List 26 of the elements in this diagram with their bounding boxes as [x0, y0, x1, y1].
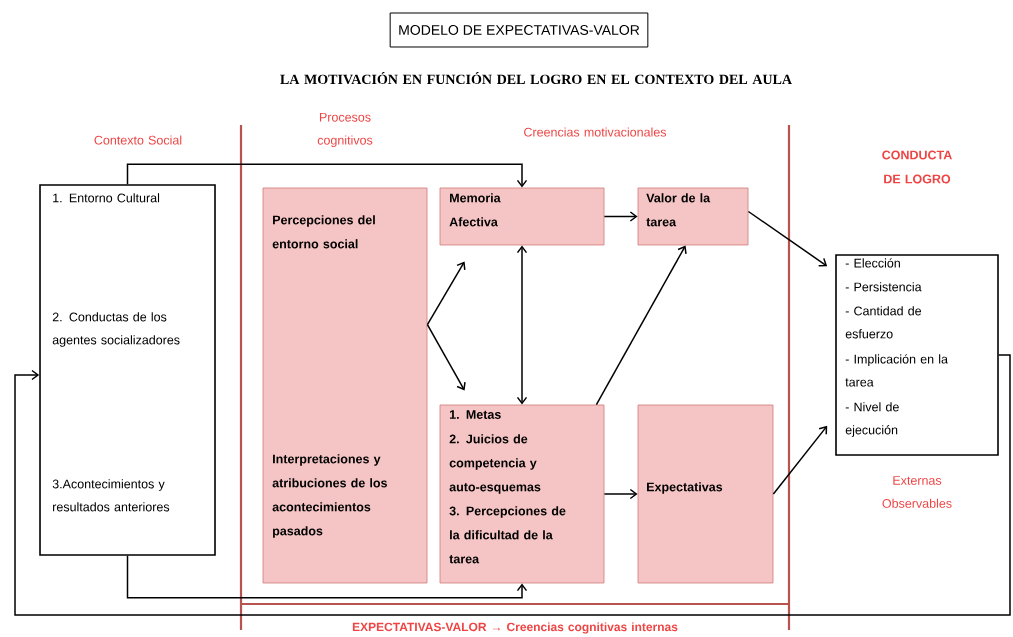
note-text: Externas Observables	[882, 476, 952, 508]
arrow	[747, 210, 828, 267]
concept-box: 1. Metas 2. Juicios de competencia y auto-esquemas 3. Percepciones de la dificultad de la tarea	[439, 404, 605, 584]
arrow	[426, 261, 466, 326]
column-heading: Creencias motivacionales	[524, 127, 667, 137]
column-heading: CONDUCTA DE LOGRO	[882, 150, 952, 184]
concept-box: Expectativas	[637, 404, 774, 584]
arrow	[516, 245, 528, 405]
arrow	[426, 323, 466, 391]
column-heading: Procesos cognitivos	[317, 112, 373, 148]
arrow	[126, 163, 528, 188]
subtitle: LA MOTIVACIÓN EN FUNCIÓN DEL LOGRO EN EL CONTEXTO DEL AULA	[280, 71, 792, 85]
arrow	[603, 211, 638, 222]
title-box: MODELO DE EXPECTATIVAS-VALOR	[389, 12, 649, 48]
list-box: - Elección - Persistencia - Cantidad de esfuerzo - Implicación en la tarea - Nivel de ejecución	[835, 254, 999, 456]
arrow	[603, 488, 638, 500]
concept-box: Memoria Afectiva	[439, 187, 605, 246]
concept-box: Valor de la tarea	[637, 187, 749, 246]
arrow	[126, 555, 528, 599]
arrow	[772, 425, 828, 495]
footer-text: EXPECTATIVAS-VALOR → Creencias cognitivas internas	[352, 622, 678, 634]
arrow	[595, 245, 687, 406]
column-heading: Contexto Social	[94, 135, 182, 145]
concept-box: Percepciones del entorno social Interpretaciones y atribuciones de los acontecimientos pasados	[262, 187, 428, 584]
list-box: 1. Entorno Cultural 2. Conductas de los agentes socializadores 3.Acontecimientos y resultados anteriores	[39, 184, 216, 556]
arrow	[14, 354, 1011, 616]
